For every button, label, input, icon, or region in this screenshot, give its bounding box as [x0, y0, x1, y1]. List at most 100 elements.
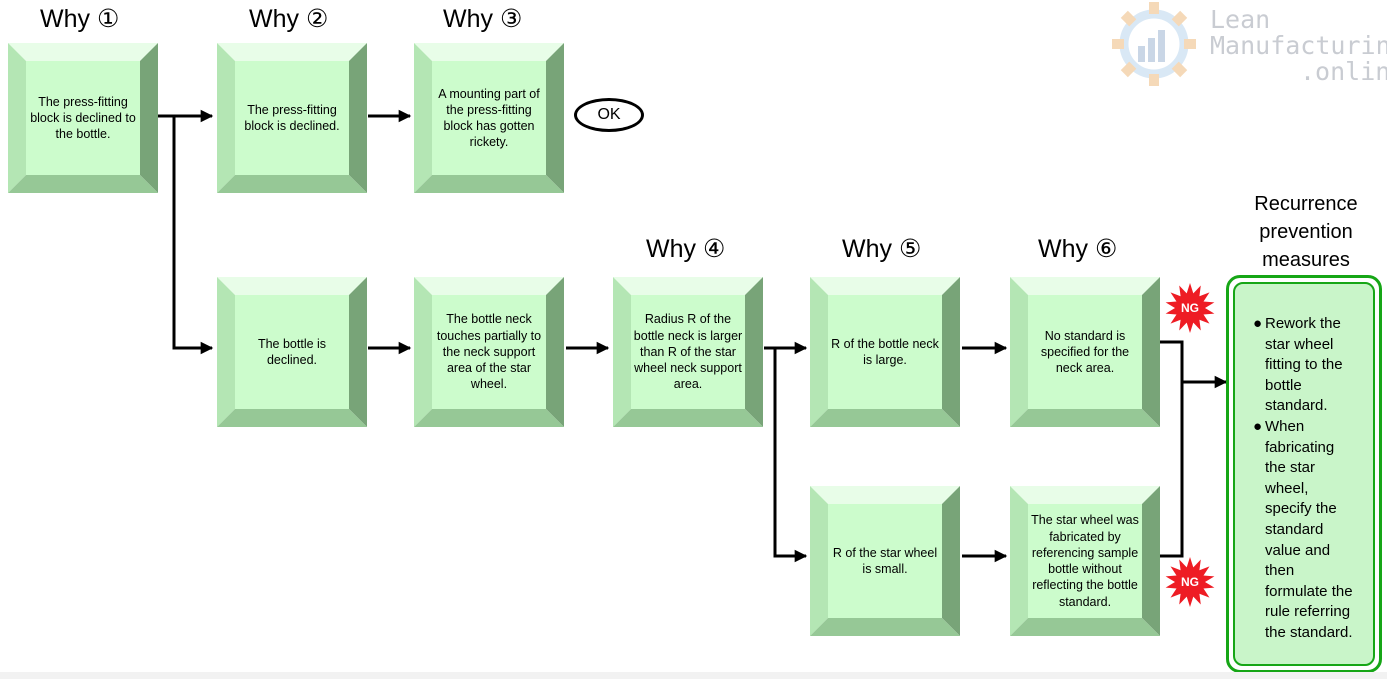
box-bevel	[631, 295, 745, 409]
box-bevel	[1028, 295, 1142, 409]
header-why-1: Why ①	[40, 5, 120, 33]
cause-box-1-text: The press-fitting block is declined to t…	[30, 94, 136, 142]
box-bevel	[414, 277, 564, 295]
bullet-icon: ●	[1253, 417, 1263, 435]
starburst-shape	[1165, 283, 1215, 333]
cause-box-9-text: R of the star wheel is small.	[832, 545, 938, 576]
cause-box-2-text: The press-fitting block is declined.	[244, 102, 340, 133]
box-bevel	[217, 409, 367, 427]
ng-burst-upper-label: NG	[1181, 301, 1199, 315]
cause-box-1: The press-fitting block is declined to t…	[8, 43, 158, 193]
header-why-6: Why ⑥	[1038, 235, 1118, 263]
box-bevel	[613, 277, 631, 427]
box-bevel	[8, 175, 158, 193]
ng-burst-upper: NG	[1164, 282, 1216, 334]
box-bevel	[1028, 504, 1142, 618]
box-bevel	[235, 295, 349, 409]
box-bevel	[810, 409, 960, 427]
footer-strip	[0, 672, 1387, 679]
cause-box-2: The press-fitting block is declined.	[217, 43, 367, 193]
header-why-3: Why ③	[443, 5, 523, 33]
box-bevel	[217, 43, 367, 61]
box-bevel	[810, 277, 960, 295]
box-bevel	[1010, 618, 1160, 636]
box-bevel	[217, 175, 367, 193]
recurrence-item: ● Rework the star wheel fitting to the b…	[1253, 314, 1353, 417]
box-bevel	[217, 277, 235, 427]
header-why-4: Why ④	[646, 235, 726, 263]
lean-manufacturing-logo: Lean Manufacturing .online	[1108, 0, 1387, 92]
box-bevel	[8, 43, 158, 61]
box-bevel	[414, 43, 432, 193]
cause-box-4: The bottle is declined.	[217, 277, 367, 427]
box-bevel	[140, 43, 158, 193]
box-bevel	[1010, 277, 1028, 427]
box-bevel	[8, 43, 26, 193]
cause-box-10-text: The star wheel was fabricated by referen…	[1031, 513, 1139, 609]
recurrence-title: Recurrence prevention measures	[1254, 193, 1358, 271]
ng-burst-lower: NG	[1164, 556, 1216, 608]
box-bevel	[1010, 409, 1160, 427]
cause-box-7-text: R of the bottle neck is large.	[831, 336, 939, 367]
header-why-5: Why ⑤	[842, 235, 922, 263]
recurrence-item-text: When fabricating the star wheel, specify…	[1265, 417, 1353, 641]
ng-burst-lower-label: NG	[1181, 575, 1199, 589]
ok-badge: OK	[574, 98, 644, 132]
cause-box-10: The star wheel was fabricated by referen…	[1010, 486, 1160, 636]
box-bevel	[349, 277, 367, 427]
box-bevel	[414, 277, 432, 427]
box-bevel	[546, 277, 564, 427]
box-bevel	[942, 486, 960, 636]
cause-box-9: R of the star wheel is small.	[810, 486, 960, 636]
connector-b6-b9	[773, 348, 808, 563]
cause-box-4-text: The bottle is declined.	[257, 336, 327, 367]
box-bevel	[828, 504, 942, 618]
box-bevel	[432, 61, 546, 175]
header-why-2: Why ②	[249, 5, 329, 33]
box-bevel	[745, 277, 763, 427]
box-bevel	[828, 295, 942, 409]
connector-b8-merge	[1160, 340, 1184, 558]
cause-box-3: A mounting part of the press-fitting blo…	[414, 43, 564, 193]
recurrence-box: ● Rework the star wheel fitting to the b…	[1226, 275, 1382, 673]
box-bevel	[810, 486, 960, 504]
starburst-shape	[1165, 557, 1215, 607]
box-bevel	[1142, 277, 1160, 427]
box-bevel	[942, 277, 960, 427]
recurrence-item-text: Rework the star wheel fitting to the bot…	[1265, 315, 1343, 415]
box-bevel	[217, 277, 367, 295]
box-bevel	[217, 43, 235, 193]
recurrence-item: ● When fabricating the star wheel, speci…	[1253, 417, 1353, 644]
box-bevel	[349, 43, 367, 193]
cause-box-5-text: The bottle neck touches partially to the…	[436, 312, 542, 392]
box-bevel	[613, 409, 763, 427]
box-bevel	[1010, 277, 1160, 295]
box-bevel	[414, 175, 564, 193]
box-bevel	[414, 409, 564, 427]
logo-line-3: .online	[1300, 57, 1387, 86]
recurrence-list: ● Rework the star wheel fitting to the b…	[1253, 314, 1353, 644]
cause-box-3-text: A mounting part of the press-fitting blo…	[438, 86, 540, 150]
box-bevel	[1010, 486, 1160, 504]
bullet-icon: ●	[1253, 315, 1263, 332]
box-bevel	[414, 43, 564, 61]
logo-line-2: Manufacturing	[1210, 31, 1387, 60]
box-bevel	[1142, 486, 1160, 636]
cause-box-7: R of the bottle neck is large.	[810, 277, 960, 427]
gear-chart-icon	[1112, 2, 1196, 86]
box-bevel	[546, 43, 564, 193]
cause-box-6: Radius R of the bottle neck is larger th…	[613, 277, 763, 427]
cause-box-8: No standard is specified for the neck ar…	[1010, 277, 1160, 427]
connector-b1-b4	[172, 116, 214, 355]
box-bevel	[810, 486, 828, 636]
cause-box-5: The bottle neck touches partially to the…	[414, 277, 564, 427]
cause-box-6-text: Radius R of the bottle neck is larger th…	[633, 312, 743, 392]
logo-line-1: Lean	[1210, 5, 1271, 34]
box-bevel	[613, 277, 763, 295]
box-bevel	[810, 618, 960, 636]
box-bevel	[26, 61, 140, 175]
box-bevel	[1010, 486, 1028, 636]
box-bevel	[810, 277, 828, 427]
box-bevel	[432, 295, 546, 409]
